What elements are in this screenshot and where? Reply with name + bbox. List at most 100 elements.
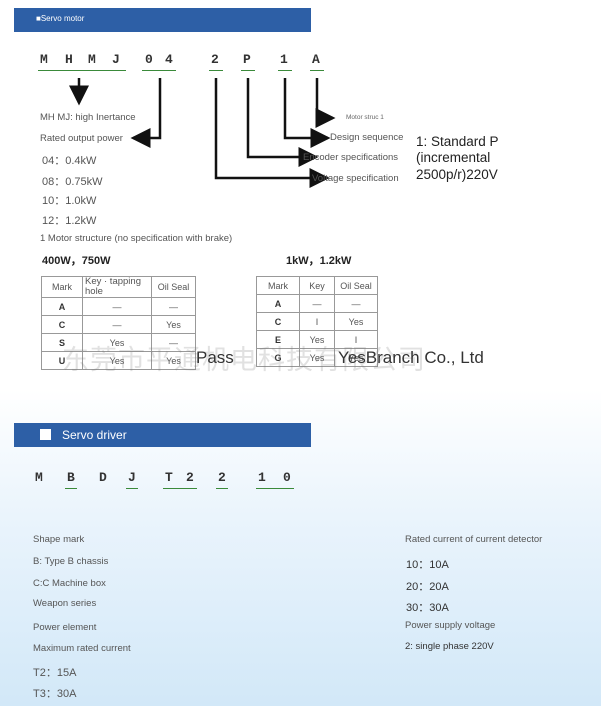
code-underline (126, 488, 138, 489)
table-cell: — (82, 297, 152, 316)
power-element-label: Power element (33, 622, 97, 633)
motor-code-char: H (65, 52, 73, 67)
motor-code-char: P (243, 52, 251, 67)
design-sequence-label: Design sequence (330, 132, 404, 143)
detector-value: 30：30A (406, 602, 449, 614)
table-header: Key (299, 276, 335, 295)
motor-code-char: 1 (280, 52, 288, 67)
code-underline (310, 70, 324, 71)
table-row: A—— (41, 297, 196, 316)
encoder-detail-line: 2500p/r)220V (416, 167, 498, 182)
detector-value: 10：10A (406, 559, 449, 571)
current-item: T2：15A (33, 667, 77, 679)
motor-code-char: 0 (145, 52, 153, 67)
motor-code-char: J (112, 52, 120, 67)
watermark-en-pass: Pass (196, 348, 234, 367)
group-a-title: 400W，750W (42, 255, 111, 267)
servo-motor-banner-label: ■Servo motor (36, 14, 85, 23)
table-header: Key · tapping hole (82, 276, 152, 298)
driver-code-char: B (67, 470, 75, 485)
code-underline (142, 70, 176, 71)
servo-driver-banner: Servo driver (14, 423, 311, 447)
structure-table-a: Mark Key · tapping hole Oil Seal A—— C—Y… (41, 276, 196, 370)
code-underline (216, 488, 228, 489)
table-header: Oil Seal (151, 276, 196, 298)
rated-current-detector-label: Rated current of current detector (405, 534, 543, 545)
table-cell: — (299, 294, 335, 313)
code-underline (65, 488, 77, 489)
table-row: A—— (256, 294, 378, 313)
motor-struc-label: Motor struc 1 (346, 114, 384, 121)
table-cell: C (41, 315, 83, 334)
driver-code-char: M (35, 470, 43, 485)
structure-note: 1 Motor structure (no specification with… (40, 233, 233, 244)
driver-code-char: 2 (218, 470, 226, 485)
table-cell: — (334, 294, 378, 313)
motor-code-char: M (88, 52, 96, 67)
detector-value: 20：20A (406, 581, 449, 593)
table-header: Mark (41, 276, 83, 298)
table-cell: I (299, 312, 335, 331)
shape-mark-label: Shape mark (33, 534, 85, 545)
code-underline (278, 70, 292, 71)
table-row: C—Yes (41, 315, 196, 334)
table-cell: Yes (334, 348, 378, 367)
voltage-spec-label: Voltage specification (312, 173, 399, 184)
code-underline (163, 488, 197, 489)
code-underline (256, 488, 294, 489)
motor-code-char: M (40, 52, 48, 67)
driver-code-char: T (165, 470, 173, 485)
table-cell: — (151, 297, 196, 316)
mhmj-label: MH MJ: high Inertance (40, 112, 136, 123)
table-cell: A (256, 294, 300, 313)
encoder-detail-line: 1: Standard P (416, 134, 499, 149)
driver-code-char: 0 (283, 470, 291, 485)
max-current-label: Maximum rated current (33, 643, 131, 654)
group-b-title: 1kW，1.2kW (286, 255, 352, 267)
power-item: 04：0.4kW (42, 155, 97, 167)
table-cell: Yes (151, 351, 196, 370)
power-supply-label: Power supply voltage (405, 620, 496, 631)
driver-code-char: 1 (258, 470, 266, 485)
code-underline (241, 70, 255, 71)
rated-output-label: Rated output power (40, 133, 123, 144)
company-watermark: 东莞市平通机电科技有限公司 (62, 345, 426, 375)
table-cell: — (82, 315, 152, 334)
servo-motor-banner: ■Servo motor (14, 8, 311, 32)
table-cell: Yes (151, 315, 196, 334)
power-item: 10：1.0kW (42, 195, 97, 207)
table-cell: A (41, 297, 83, 316)
watermark-en-company: YesBranch Co., Ltd (338, 348, 484, 367)
code-underline (209, 70, 223, 71)
table-header-row: Mark Key · tapping hole Oil Seal (41, 276, 196, 298)
encoder-spec-label: Encoder specifications (303, 152, 399, 163)
type-b-label: B: Type B chassis (33, 556, 109, 567)
checkbox-square-icon (40, 429, 51, 440)
motor-code-char: 2 (211, 52, 219, 67)
driver-code-char: D (99, 470, 107, 485)
servo-driver-banner-label: Servo driver (62, 428, 127, 442)
power-item: 08：0.75kW (42, 176, 103, 188)
power-item: 12：1.2kW (42, 215, 97, 227)
driver-code-char: 2 (186, 470, 194, 485)
table-cell: Yes (334, 312, 378, 331)
driver-code-char: J (128, 470, 136, 485)
current-item: T3：30A (33, 688, 77, 700)
table-cell: C (256, 312, 300, 331)
motor-code-char: 4 (165, 52, 173, 67)
table-header: Mark (256, 276, 300, 295)
single-phase-label: 2: single phase 220V (405, 641, 494, 652)
type-c-label: C:C Machine box (33, 578, 106, 589)
table-header: Oil Seal (334, 276, 378, 295)
code-underline (38, 70, 126, 71)
motor-code-char: A (312, 52, 320, 67)
encoder-detail-line: (incremental (416, 150, 491, 165)
weapon-series-label: Weapon series (33, 598, 97, 609)
table-header-row: Mark Key Oil Seal (256, 276, 378, 295)
